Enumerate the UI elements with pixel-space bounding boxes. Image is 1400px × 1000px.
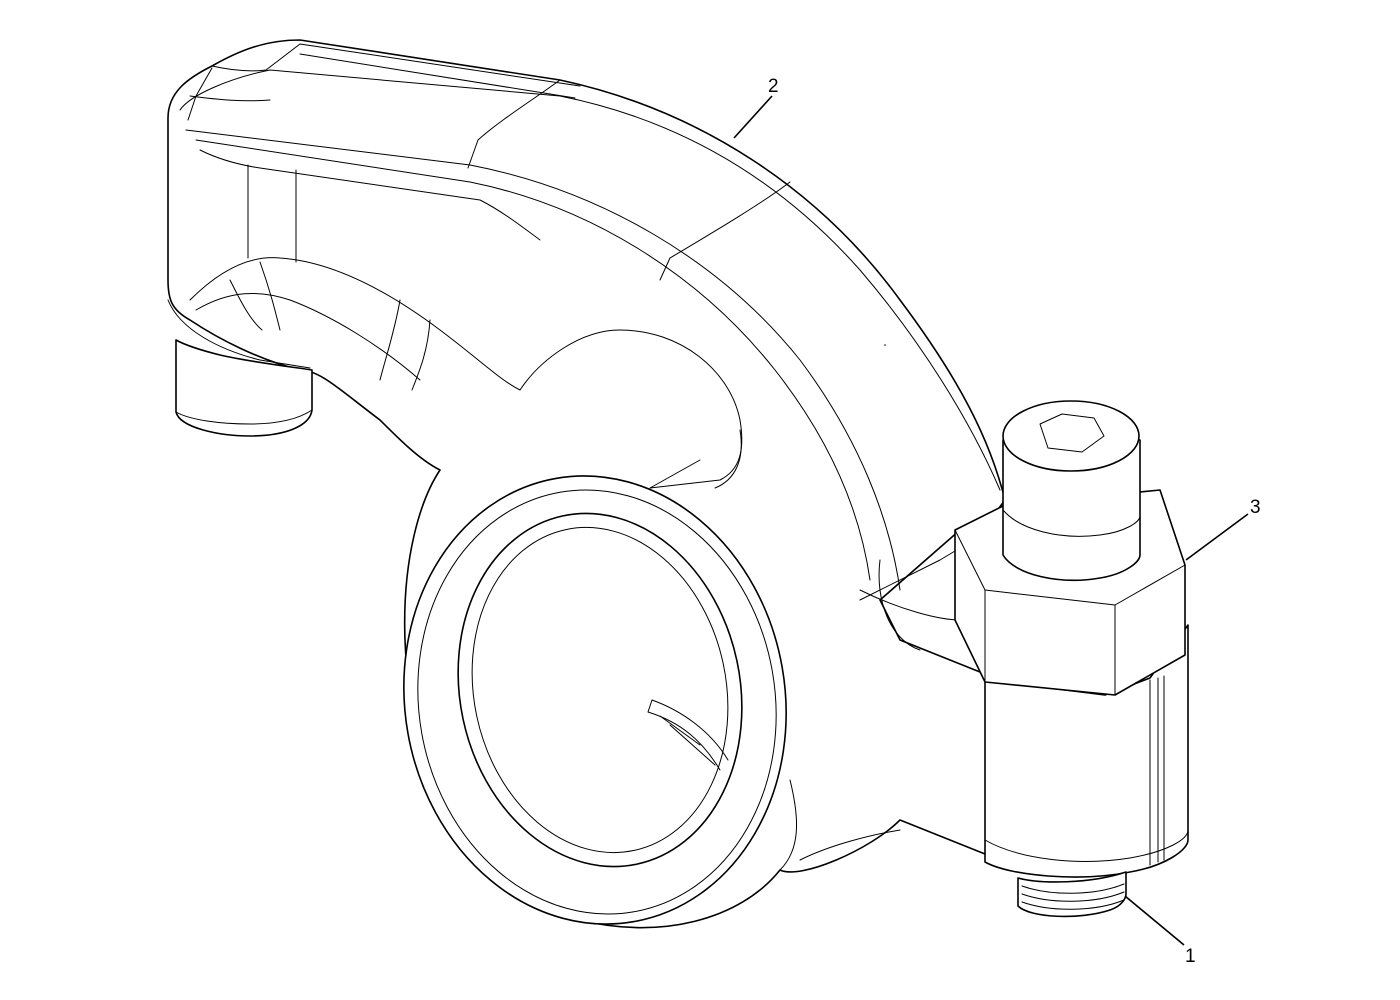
callout-1-label: 1 [1185, 946, 1196, 967]
callout-2-label: 2 [768, 76, 779, 97]
callout-1-leader [1124, 895, 1185, 946]
callout-3: 3 [1185, 497, 1261, 561]
callout-1: 1 [1124, 895, 1196, 967]
callout-2: 2 [733, 76, 779, 139]
callout-2-leader [733, 95, 773, 139]
valve-pad [175, 339, 313, 437]
shaft-bore [403, 475, 787, 925]
callout-3-leader [1185, 513, 1249, 561]
stray-dot [884, 344, 886, 346]
callout-3-label: 3 [1250, 497, 1261, 518]
adjusting-screw-assembly [954, 400, 1189, 918]
